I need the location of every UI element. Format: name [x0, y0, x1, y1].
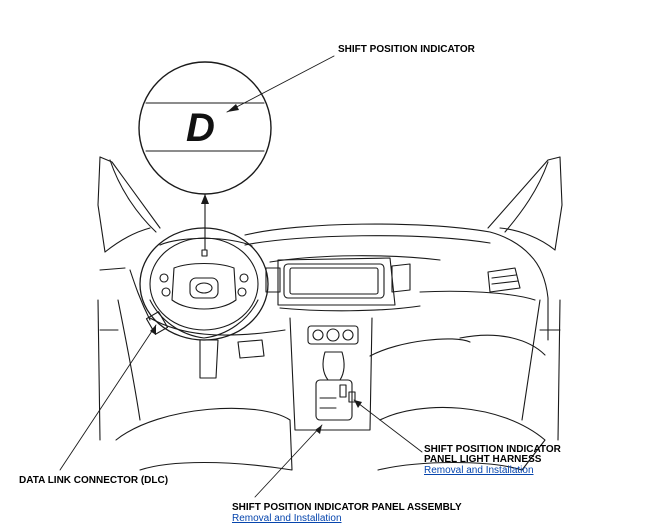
- cabin-frame: [97, 156, 563, 253]
- label-harness-line2: PANEL LIGHT HARNESS: [424, 454, 542, 465]
- right-door: [521, 299, 561, 441]
- seats: [115, 334, 546, 471]
- label-shift-position-indicator: SHIFT POSITION INDICATOR: [338, 44, 475, 55]
- leader-lines: [59, 55, 423, 498]
- label-data-link-connector: DATA LINK CONNECTOR (DLC): [19, 475, 169, 486]
- panel-assembly-removal-link[interactable]: Removal and Installation: [232, 513, 342, 524]
- left-door: [97, 267, 169, 441]
- label-harness-line1: SHIFT POSITION INDICATOR: [424, 444, 561, 455]
- dashboard: [149, 223, 549, 431]
- gear-indicator-letter: D: [186, 106, 216, 150]
- label-panel-assembly: SHIFT POSITION INDICATOR PANEL ASSEMBLY: [232, 502, 462, 513]
- harness-removal-link[interactable]: Removal and Installation: [424, 465, 534, 476]
- cluster-hood: [159, 237, 253, 247]
